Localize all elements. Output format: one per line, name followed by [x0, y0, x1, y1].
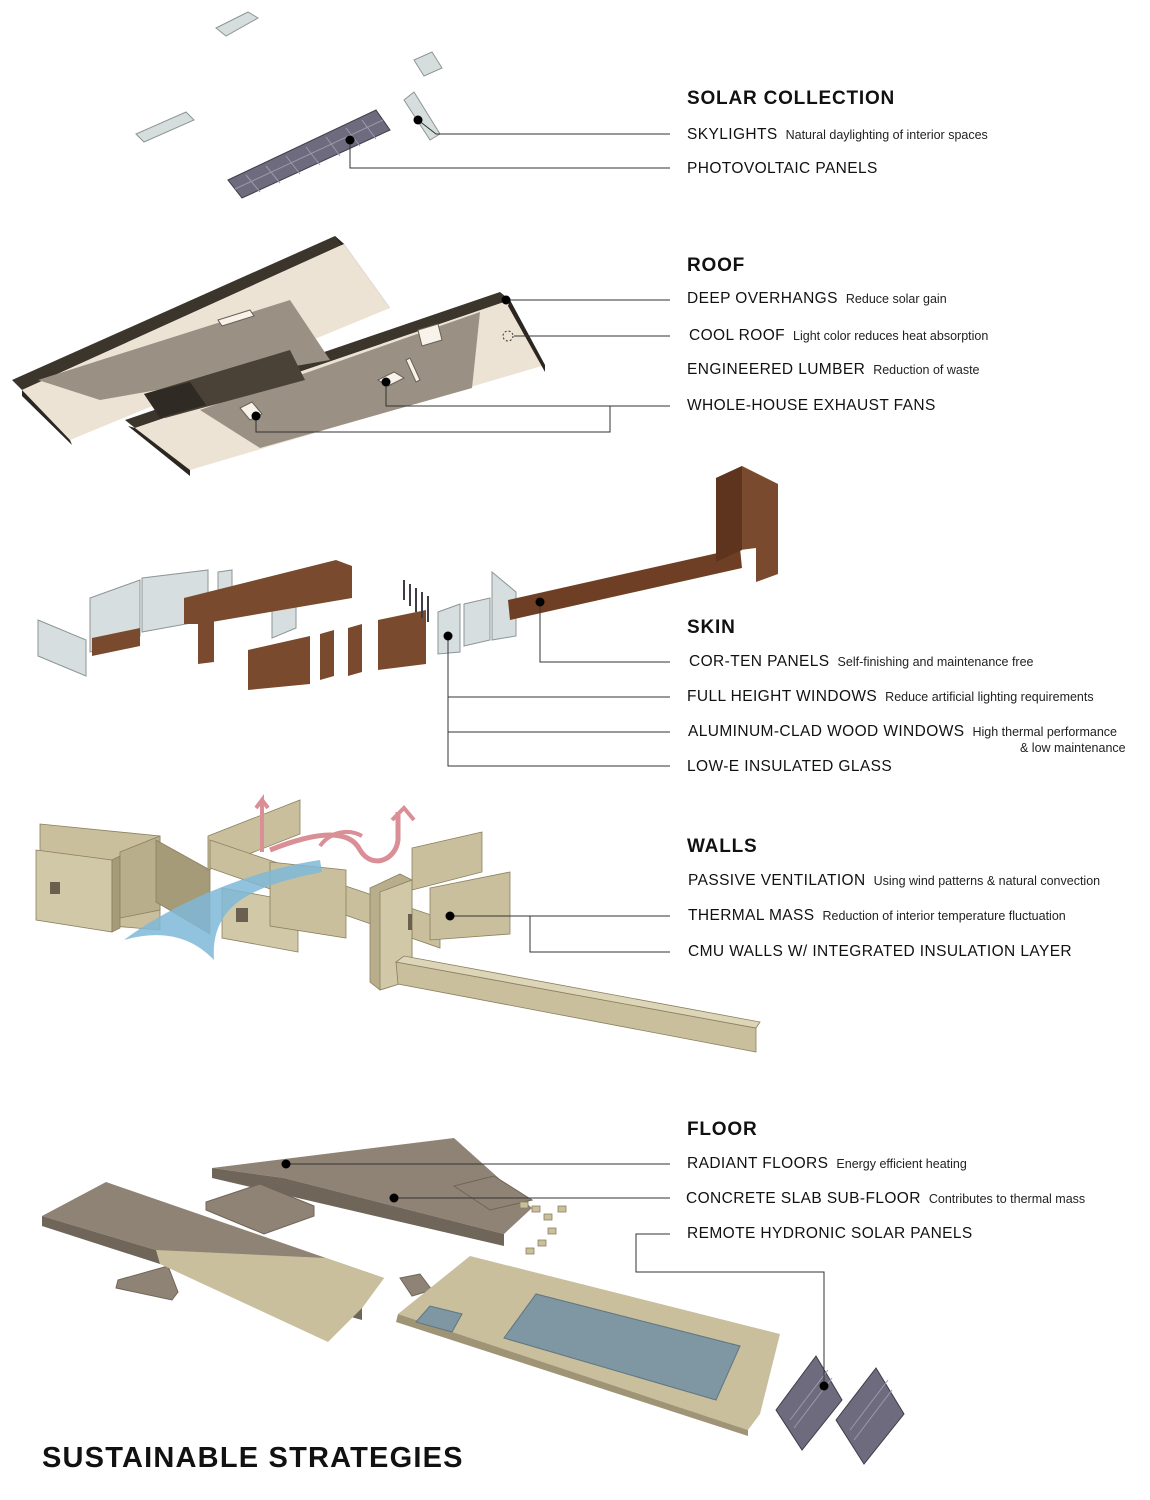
- label-radiant-floors: RADIANT FLOORS Energy efficient heating: [687, 1156, 967, 1172]
- label-name: DEEP OVERHANGS: [687, 290, 838, 307]
- label-name: CONCRETE SLAB SUB-FLOOR: [686, 1190, 921, 1207]
- label-description: Reduce solar gain: [845, 292, 947, 306]
- hydronic-solar-panels: [775, 1355, 905, 1465]
- label-remote-hydronic-solar-panels: REMOTE HYDRONIC SOLAR PANELS: [687, 1226, 973, 1242]
- label-description: Natural daylighting of interior spaces: [785, 128, 988, 142]
- label-description: High thermal performance: [972, 725, 1117, 739]
- slab-blocks: [519, 1201, 567, 1255]
- label-description-line2: & low maintenance: [1020, 741, 1126, 755]
- label-name: PHOTOVOLTAIC PANELS: [687, 160, 878, 177]
- label-name: LOW-E INSULATED GLASS: [687, 758, 893, 775]
- corten-panels: [92, 466, 778, 690]
- leader-dot: [281, 1159, 291, 1169]
- roof-openings: [217, 309, 514, 421]
- label-description: Reduction of interior temperature fluctu…: [822, 909, 1066, 923]
- label-name: THERMAL MASS: [688, 907, 815, 924]
- skylight: [135, 11, 443, 143]
- leader-dot: [501, 295, 511, 305]
- label-name: RADIANT FLOORS: [687, 1155, 829, 1172]
- label-cool-roof: COOL ROOF Light color reduces heat absorp…: [689, 328, 988, 344]
- roof-leader-lines: [255, 299, 670, 433]
- leader-dot: [443, 631, 453, 641]
- label-description: Energy efficient heating: [836, 1157, 967, 1171]
- label-name: WHOLE-HOUSE EXHAUST FANS: [687, 397, 936, 414]
- label-description: Light color reduces heat absorption: [793, 329, 989, 343]
- wall-openings: [50, 882, 412, 930]
- label-thermal-mass: THERMAL MASS Reduction of interior temper…: [688, 908, 1066, 924]
- section-heading-walls: WALLS: [687, 836, 758, 857]
- label-description: Self-finishing and maintenance free: [837, 655, 1034, 669]
- window-louvers: [403, 580, 429, 622]
- label-concrete-slab-sub-floor: CONCRETE SLAB SUB-FLOOR Contributes to th…: [686, 1191, 1085, 1207]
- label-name: FULL HEIGHT WINDOWS: [687, 688, 878, 705]
- leader-dot: [251, 411, 261, 421]
- label-description: Using wind patterns & natural convection: [873, 874, 1101, 888]
- label-cor-ten-panels: COR-TEN PANELS Self-finishing and mainten…: [689, 654, 1034, 670]
- solar-leader-lines: [349, 119, 670, 169]
- concrete-slab-upper: [212, 1138, 532, 1246]
- roof-layer: [12, 236, 670, 476]
- leader-dot: [413, 115, 423, 125]
- label-passive-ventilation: PASSIVE VENTILATION Using wind patterns &…: [688, 873, 1100, 889]
- label-engineered-lumber: ENGINEERED LUMBER Reduction of waste: [687, 362, 980, 378]
- label-description: Reduction of waste: [873, 363, 980, 377]
- roof-clerestory-dark: [144, 382, 206, 418]
- walls-leader-lines: [450, 915, 670, 953]
- label-name: REMOTE HYDRONIC SOLAR PANELS: [687, 1225, 973, 1242]
- roof-deck-gray: [38, 300, 480, 448]
- label-name: ENGINEERED LUMBER: [687, 361, 866, 378]
- label-cmu-walls: CMU WALLS W/ INTEGRATED INSULATION LAYER: [688, 944, 1072, 960]
- leader-dot: [389, 1193, 399, 1203]
- label-name: SKYLIGHTS: [687, 126, 778, 143]
- leader-dot: [819, 1381, 829, 1391]
- skin-layer: [37, 466, 778, 767]
- skin-leader-lines: [447, 602, 670, 767]
- leader-dot: [535, 597, 545, 607]
- label-name: PASSIVE VENTILATION: [688, 872, 866, 889]
- leader-dot: [445, 911, 455, 921]
- cmu-walls: [35, 799, 761, 1053]
- solar-collection-layer: [135, 11, 670, 199]
- floor-leader-lines: [286, 1163, 825, 1386]
- label-photovoltaic-panels: PHOTOVOLTAIC PANELS: [687, 161, 878, 177]
- label-aluminum-clad-wood-windows: ALUMINUM-CLAD WOOD WINDOWS High thermal p…: [688, 724, 1117, 740]
- section-heading-skin: SKIN: [687, 617, 736, 638]
- label-full-height-windows: FULL HEIGHT WINDOWS Reduce artificial lig…: [687, 689, 1094, 705]
- walls-layer: [35, 794, 761, 1053]
- pool-deck: [396, 1256, 780, 1436]
- label-skylights: SKYLIGHTS Natural daylighting of interior…: [687, 127, 988, 143]
- label-name: CMU WALLS W/ INTEGRATED INSULATION LAYER: [688, 943, 1073, 960]
- label-name: COR-TEN PANELS: [689, 653, 830, 670]
- label-deep-overhangs: DEEP OVERHANGS Reduce solar gain: [687, 291, 947, 307]
- photovoltaic-panels: [227, 109, 391, 199]
- section-heading-solar-collection: SOLAR COLLECTION: [687, 88, 896, 109]
- label-name: COOL ROOF: [689, 327, 786, 344]
- radiant-floor-slab: [42, 1182, 384, 1342]
- label-description: Reduce artificial lighting requirements: [885, 690, 1094, 704]
- floor-layer: [42, 1138, 905, 1465]
- airflow-arrows: [124, 794, 416, 960]
- leader-dot: [345, 135, 355, 145]
- section-heading-floor: FLOOR: [687, 1119, 758, 1140]
- label-whole-house-exhaust-fans: WHOLE-HOUSE EXHAUST FANS: [687, 398, 936, 414]
- label-name: ALUMINUM-CLAD WOOD WINDOWS: [688, 723, 965, 740]
- label-description: Contributes to thermal mass: [928, 1192, 1086, 1206]
- floor-steps: [115, 1175, 534, 1301]
- page-title: SUSTAINABLE STRATEGIES: [42, 1442, 464, 1474]
- label-low-e-insulated-glass: LOW-E INSULATED GLASS: [687, 759, 892, 775]
- section-heading-roof: ROOF: [687, 255, 746, 276]
- leader-dot: [381, 377, 391, 387]
